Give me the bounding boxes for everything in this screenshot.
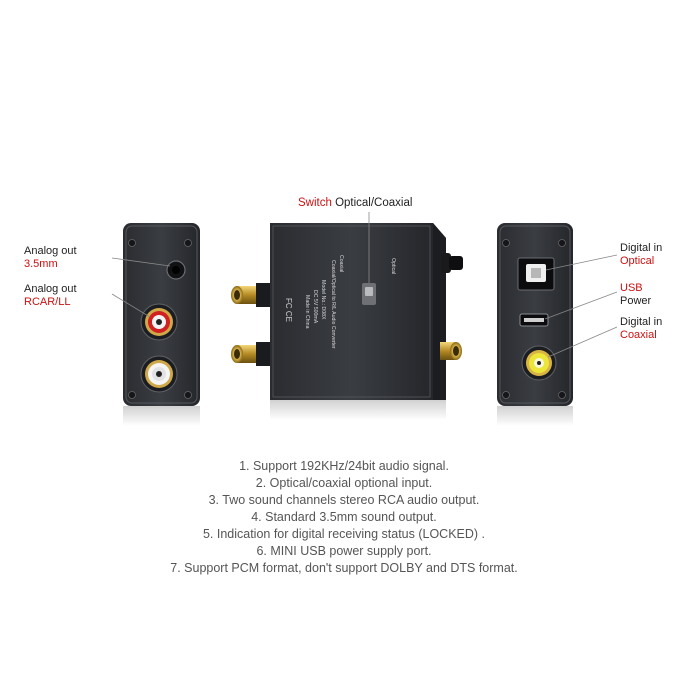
center-coax	[440, 342, 462, 360]
feature-item: 1. Support 192KHz/24bit audio signal.	[239, 459, 449, 473]
right-panel	[497, 223, 573, 426]
callout-line-usb	[544, 291, 618, 320]
device-title-text: Coaxial/Optical to R/L Audio Converter	[330, 260, 336, 349]
digital-optical-line2: Optical	[620, 255, 655, 267]
analog-35-line1: Analog out	[24, 245, 77, 257]
feature-item: 4. Standard 3.5mm sound output.	[251, 510, 437, 524]
switch-label: Switch Optical/Coaxial	[298, 197, 412, 210]
device-switch-optical-text: Optical	[390, 258, 396, 274]
device-model-text: Model No.: D08X	[320, 280, 326, 320]
digital-coaxial-line2: Coaxial	[620, 329, 657, 341]
feature-item: 3. Two sound channels stereo RCA audio o…	[208, 493, 480, 507]
usb-power-line1: USB	[620, 282, 643, 294]
center-rca-bottom	[231, 342, 270, 366]
digital-coaxial-line1: Digital in	[620, 316, 663, 328]
cert-marks: FC CE	[284, 298, 293, 322]
analog-35-line2: 3.5mm	[24, 258, 58, 270]
device-madein-text: Made in China	[304, 295, 310, 329]
feature-item: 5. Indication for digital receiving stat…	[202, 527, 486, 541]
analog-rca-label: Analog out RCAR/LL	[24, 283, 77, 309]
feature-item: 2. Optical/coaxial optional input.	[255, 476, 433, 490]
analog-rca-line1: Analog out	[24, 283, 77, 295]
analog-rca-line2: RCAR/LL	[24, 296, 71, 308]
usb-power-label: USB Power	[620, 282, 651, 308]
feature-list: 1. Support 192KHz/24bit audio signal. 2.…	[0, 458, 688, 577]
device-switch-coaxial-text: Coaxial	[338, 255, 344, 272]
center-device: Coaxial Optical Coaxial/Optical to R/L A…	[231, 223, 463, 420]
callout-line-optical	[545, 254, 618, 271]
switch-label-rest: Optical/Coaxial	[331, 197, 413, 209]
feature-item: 6. MINI USB power supply port.	[256, 544, 432, 558]
digital-optical-line1: Digital in	[620, 242, 663, 254]
switch-label-highlight: Switch	[298, 197, 332, 209]
digital-coaxial-label: Digital in Coaxial	[620, 316, 662, 342]
digital-optical-label: Digital in Optical	[620, 242, 662, 268]
callout-line-35mm	[111, 257, 171, 267]
callout-lines	[111, 212, 618, 358]
callout-line-coax	[547, 326, 618, 358]
usb-power-line2: Power	[620, 295, 652, 307]
left-panel	[123, 223, 200, 426]
callout-line-rca	[111, 293, 151, 318]
feature-item: 7. Support PCM format, don't support DOL…	[170, 561, 518, 575]
device-input-text: DC 5V 500mA	[312, 290, 318, 324]
analog-35-label: Analog out 3.5mm	[24, 245, 77, 271]
center-rca-top	[231, 283, 270, 307]
